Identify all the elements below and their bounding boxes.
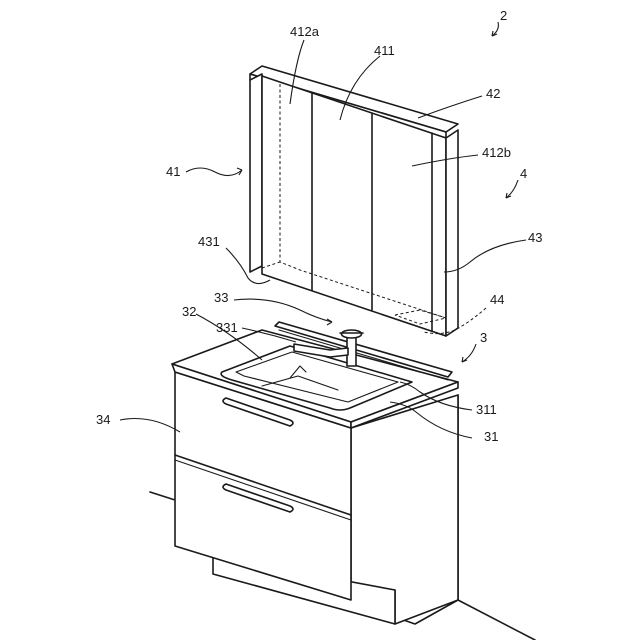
label-31: 31 xyxy=(484,429,498,444)
label-34: 34 xyxy=(96,412,110,427)
label-431: 431 xyxy=(198,234,220,249)
label-412a: 412a xyxy=(290,24,320,39)
label-4: 4 xyxy=(520,166,527,181)
label-411: 411 xyxy=(374,43,395,58)
mirror-cabinet xyxy=(250,66,458,336)
label-32: 32 xyxy=(182,304,196,319)
label-44: 44 xyxy=(490,292,504,307)
vanity-cabinet xyxy=(172,322,458,624)
label-331: 331 xyxy=(216,320,238,335)
label-42: 42 xyxy=(486,86,500,101)
label-412b: 412b xyxy=(482,145,511,160)
label-2: 2 xyxy=(500,8,507,23)
label-33: 33 xyxy=(214,290,228,305)
label-311: 311 xyxy=(476,402,497,417)
label-3: 3 xyxy=(480,330,487,345)
label-41: 41 xyxy=(166,164,180,179)
label-43: 43 xyxy=(528,230,542,245)
